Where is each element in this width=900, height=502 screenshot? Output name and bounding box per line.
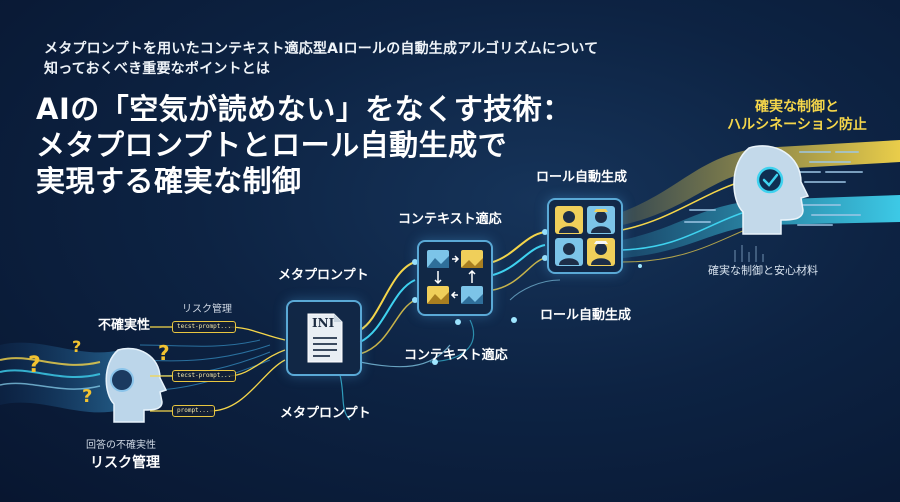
- context-node: [417, 240, 493, 316]
- code-lines: [684, 151, 863, 226]
- subtitle-line-1: メタプロンプトを用いたコンテキスト適応型AIロールの自動生成アルゴリズムについて: [44, 41, 599, 57]
- subtitle-line-2: 知っておくべき重要なポイントとは: [44, 61, 271, 77]
- headline-line-1: AIの「空気が読めない」をなくす技術：: [36, 92, 572, 126]
- meta-prompt-node: INI: [286, 300, 362, 376]
- context-label-top: コンテキスト適応: [398, 212, 502, 227]
- person-icon: [555, 206, 615, 266]
- risk-management-label: リスク管理: [182, 304, 232, 315]
- bar-stubs: [734, 245, 764, 262]
- uncertainty-label: 不確実性: [98, 318, 151, 333]
- roles-label-top: ロール自動生成: [536, 170, 628, 185]
- answer-uncertainty-label: 回答の不確実性: [86, 440, 156, 451]
- left-wave-band: [0, 339, 271, 413]
- document-icon: [307, 313, 343, 363]
- document-text: INI: [312, 316, 335, 330]
- result-label-line-1: 確実な制御と: [755, 99, 839, 115]
- headline-line-2: メタプロンプトとロール自動生成で: [36, 128, 508, 162]
- roles-label-bottom: ロール自動生成: [540, 308, 632, 323]
- roles-node: [547, 198, 623, 274]
- meta-to-context-flows: [339, 261, 451, 421]
- context-label-bottom: コンテキスト適応: [404, 348, 508, 363]
- meta-prompt-label-top: メタプロンプト: [278, 268, 369, 283]
- svg-text:?: ?: [158, 341, 170, 365]
- checkmark-icon: [756, 166, 784, 194]
- svg-text:?: ?: [72, 337, 81, 356]
- meta-prompt-label-bottom: メタプロンプト: [280, 406, 371, 421]
- svg-text:?: ?: [82, 386, 92, 407]
- prompt-chip: tecst-prompt...: [172, 370, 237, 382]
- prompt-chip: tecst-prompt...: [172, 321, 237, 333]
- image-icon: [427, 250, 483, 304]
- flow-dots: [412, 229, 642, 365]
- prompt-chip: prompt...: [172, 405, 215, 417]
- risk-management-bottom-label: リスク管理: [90, 455, 160, 471]
- result-bottom-label: 確実な制御と安心材料: [708, 264, 818, 277]
- context-to-roles-flows: [429, 231, 561, 363]
- head-profile-icon: [105, 347, 168, 423]
- svg-text:?: ?: [28, 353, 41, 378]
- headline-line-3: 実現する確実な制御: [36, 164, 302, 198]
- result-label-line-2: ハルシネーション防止: [727, 117, 867, 133]
- question-mark-icon: ? ? ? ?: [28, 337, 170, 407]
